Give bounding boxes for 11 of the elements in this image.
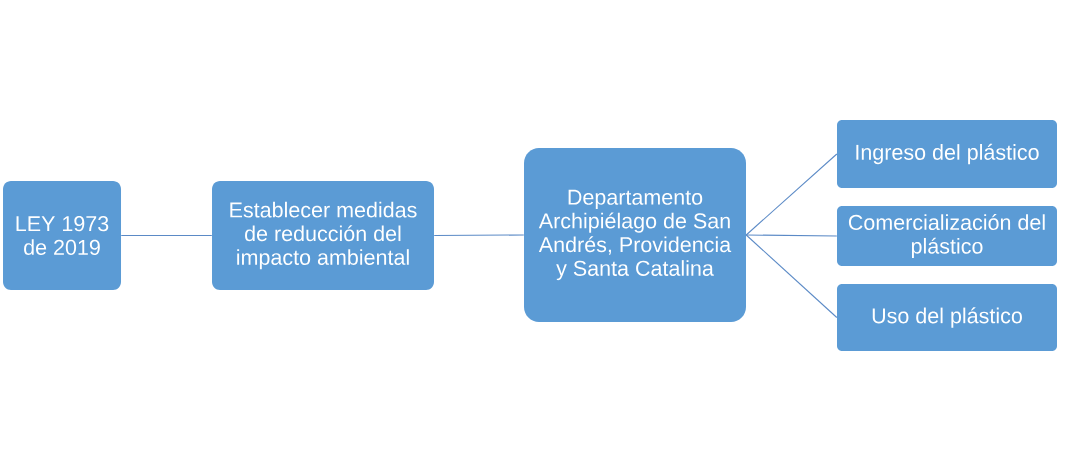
process-box: LEY 1973 de 2019 bbox=[3, 181, 121, 290]
connector-line bbox=[745, 153, 838, 236]
process-box: Comercialización del plástico bbox=[837, 206, 1057, 266]
process-box: Ingreso del plástico bbox=[837, 120, 1057, 188]
connector-line bbox=[120, 234, 213, 237]
process-box: Uso del plástico bbox=[837, 284, 1057, 351]
process-box: Establecer medidas de reducción del impacto ambiental bbox=[212, 181, 434, 290]
process-box: Departamento Archipiélago de San Andrés, Providencia y Santa Catalina bbox=[524, 148, 746, 322]
connector-line bbox=[745, 234, 838, 319]
connector-line bbox=[433, 234, 525, 237]
connector-line bbox=[745, 234, 838, 237]
